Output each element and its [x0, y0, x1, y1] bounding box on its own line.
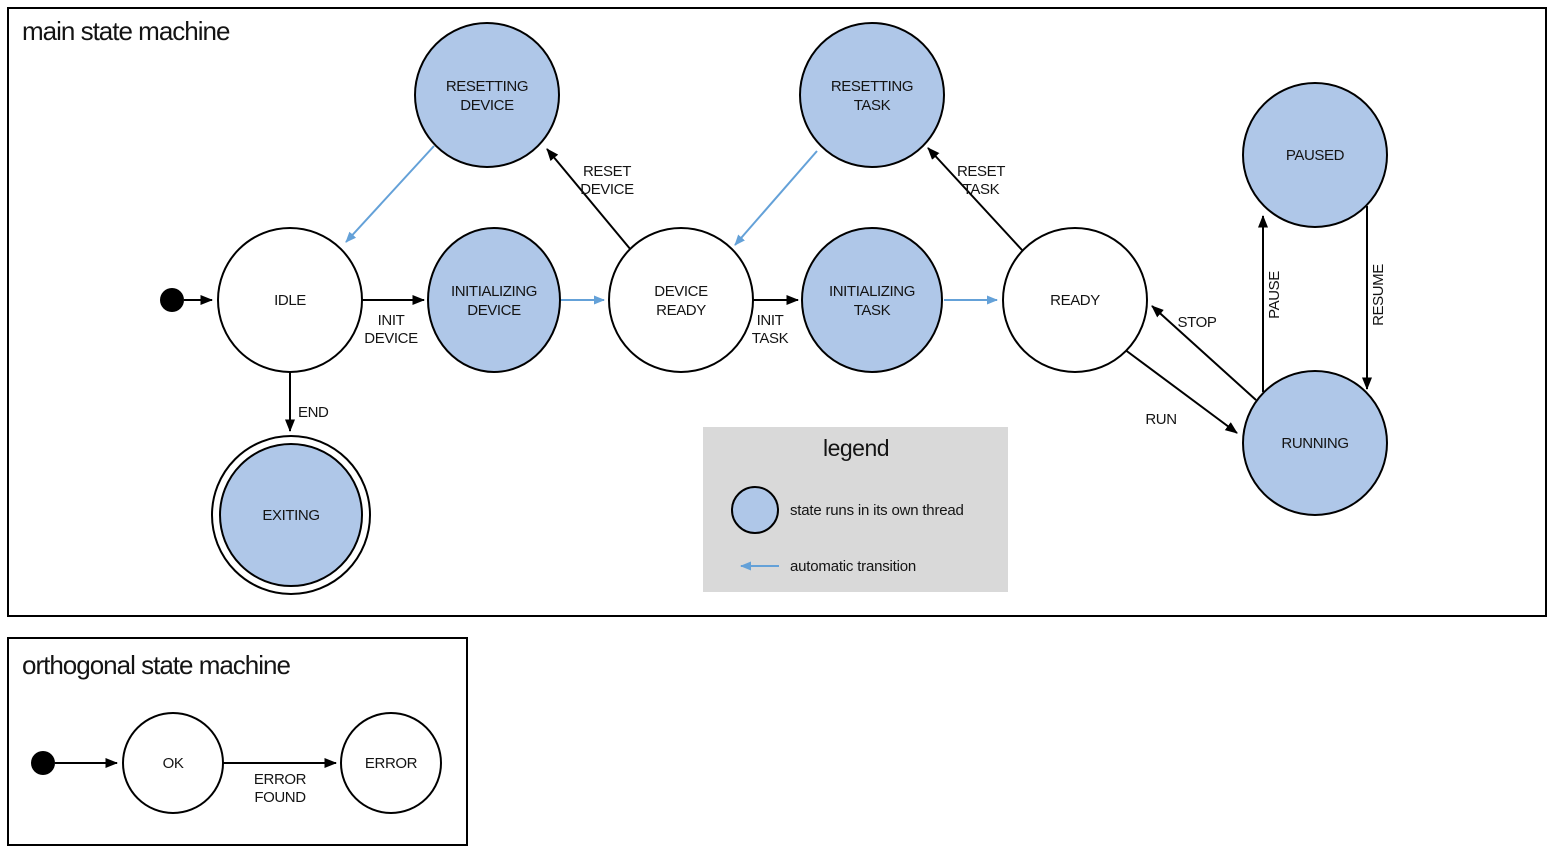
orthogonal-title: orthogonal state machine [22, 650, 291, 680]
state-ready: READY [1002, 227, 1148, 373]
legend-thread-state-label: state runs in its own thread [790, 502, 964, 519]
orthogonal-initial-state-dot [31, 751, 55, 775]
state-resetting-task-circle [799, 22, 945, 168]
state-idle-circle [217, 227, 363, 373]
main-state-machine: main state machine INIT DEVICE RESET DEV… [7, 7, 1547, 617]
state-running: RUNNING [1242, 370, 1388, 516]
edge-label-reset-task: RESET TASK [957, 163, 1006, 198]
orthogonal-state-machine: orthogonal state machine OK ERROR FOUND … [7, 637, 468, 846]
edge-label-end: END [298, 404, 329, 421]
edge-ready-to-running [1123, 348, 1238, 434]
main-frame [7, 7, 1547, 617]
state-ok: OK [122, 712, 224, 814]
edge-label-init-task: INIT TASK [752, 312, 789, 347]
state-device-ready-circle [608, 227, 754, 373]
state-initializing-device-label-line1: INITIALIZING [451, 283, 537, 300]
state-device-ready: DEVICE READY [608, 227, 754, 373]
state-resetting-device-label-line2: DEVICE [460, 97, 514, 114]
state-paused-label: PAUSED [1286, 147, 1345, 164]
state-initializing-device-circle [427, 227, 561, 373]
state-ready-circle [1002, 227, 1148, 373]
state-resetting-device-label-line1: RESETTING [446, 78, 528, 95]
state-exiting: EXITING [211, 435, 371, 595]
edge-label-reset-device-line1: RESET [583, 163, 631, 180]
edge-label-error-found-line2: FOUND [254, 789, 306, 806]
edge-label-init-device: INIT DEVICE [364, 312, 418, 347]
state-initializing-task-circle [801, 227, 943, 373]
edge-label-run: RUN [1145, 411, 1176, 428]
edge-label-error-found: ERROR FOUND [254, 771, 307, 806]
state-resetting-device-circle [414, 22, 560, 168]
main-title: main state machine [22, 16, 230, 46]
initial-state-dot [160, 288, 184, 312]
state-device-ready-label-line1: DEVICE [654, 283, 708, 300]
legend: legend state runs in its own thread auto… [703, 427, 1008, 592]
edge-label-stop: STOP [1178, 314, 1217, 331]
state-ok-label: OK [163, 755, 184, 772]
edge-ready-to-resetting-task [927, 147, 1023, 251]
state-resetting-device: RESETTING DEVICE [414, 22, 560, 168]
edge-label-reset-device-line2: DEVICE [580, 181, 634, 198]
auto-edge-resetting-device-to-idle [345, 145, 435, 243]
orthogonal-frame [7, 637, 468, 846]
state-running-circle [1242, 370, 1388, 516]
edge-label-reset-task-line1: RESET [957, 163, 1005, 180]
edge-label-init-device-line1: INIT [378, 312, 405, 329]
state-running-label: RUNNING [1281, 435, 1348, 452]
state-initializing-task: INITIALIZING TASK [801, 227, 943, 373]
edge-label-init-task-line1: INIT [757, 312, 784, 329]
edge-running-to-ready [1151, 305, 1257, 401]
edge-label-init-task-line2: TASK [752, 330, 789, 347]
state-initializing-task-label-line1: INITIALIZING [829, 283, 915, 300]
edge-label-resume: RESUME [1370, 264, 1387, 326]
state-resetting-task-label-line1: RESETTING [831, 78, 913, 95]
state-resetting-task-label-line2: TASK [854, 97, 891, 114]
state-error-label: ERROR [365, 755, 418, 772]
state-resetting-task: RESETTING TASK [799, 22, 945, 168]
edge-label-init-device-line2: DEVICE [364, 330, 418, 347]
legend-thread-state-icon [731, 486, 779, 534]
edge-label-reset-device: RESET DEVICE [580, 163, 634, 198]
edge-label-error-found-line1: ERROR [254, 771, 307, 788]
state-paused-circle [1242, 82, 1388, 228]
state-initializing-device-label-line2: DEVICE [467, 302, 521, 319]
state-error-circle [340, 712, 442, 814]
state-paused: PAUSED [1242, 82, 1388, 228]
state-ready-label: READY [1050, 292, 1100, 309]
edge-label-reset-task-line2: TASK [963, 181, 1000, 198]
legend-title: legend [823, 435, 889, 461]
state-idle-label: IDLE [274, 292, 306, 309]
edge-label-pause: PAUSE [1266, 271, 1283, 319]
state-idle: IDLE [217, 227, 363, 373]
auto-edge-resetting-task-to-device-ready [734, 150, 818, 246]
edge-device-ready-to-resetting-device [546, 148, 632, 251]
state-initializing-device: INITIALIZING DEVICE [427, 227, 561, 373]
state-exiting-inner-circle [219, 443, 363, 587]
state-exiting-label: EXITING [262, 507, 319, 524]
state-device-ready-label-line2: READY [656, 302, 706, 319]
legend-automatic-label: automatic transition [790, 558, 916, 575]
state-error: ERROR [340, 712, 442, 814]
state-initializing-task-label-line2: TASK [854, 302, 891, 319]
